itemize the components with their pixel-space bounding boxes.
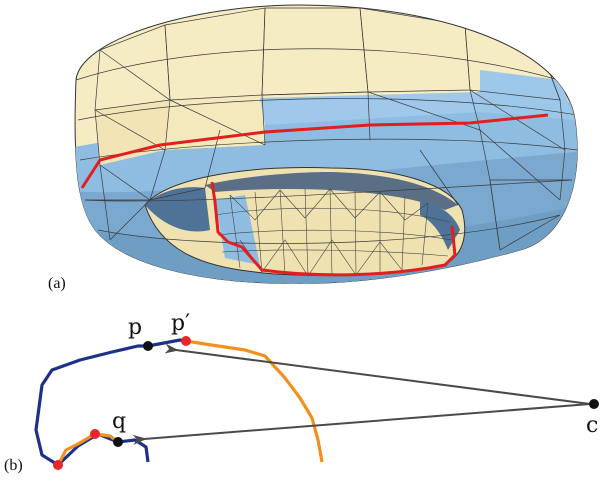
arrow-c-to-q bbox=[132, 403, 591, 445]
point-p-prime bbox=[181, 336, 191, 346]
navy-curve bbox=[34, 338, 187, 467]
label-c: c bbox=[586, 413, 598, 438]
closest-point-arrows bbox=[132, 343, 591, 445]
inner-cut-loop bbox=[210, 181, 457, 277]
panel-a-label: (a) bbox=[48, 275, 66, 292]
torus-hole bbox=[144, 167, 466, 277]
point-p bbox=[143, 341, 153, 351]
arrow-c-to-p-prime bbox=[164, 343, 591, 405]
point-q bbox=[113, 437, 123, 447]
label-q: q bbox=[112, 409, 126, 434]
point-c bbox=[589, 399, 599, 409]
point-end-red bbox=[53, 460, 63, 470]
orange-curve bbox=[185, 339, 324, 463]
cut-loops bbox=[80, 113, 549, 277]
point-q-red bbox=[90, 429, 100, 439]
label-p: p bbox=[128, 315, 142, 340]
label-p-prime: p′ bbox=[171, 311, 190, 336]
torus-mesh: (a) bbox=[48, 4, 578, 292]
orange-curve-small bbox=[56, 432, 119, 466]
curve-diagram: p p′ q c (b) bbox=[4, 311, 599, 474]
panel-b-label: (b) bbox=[4, 457, 23, 474]
outer-cut-loop bbox=[80, 113, 549, 189]
